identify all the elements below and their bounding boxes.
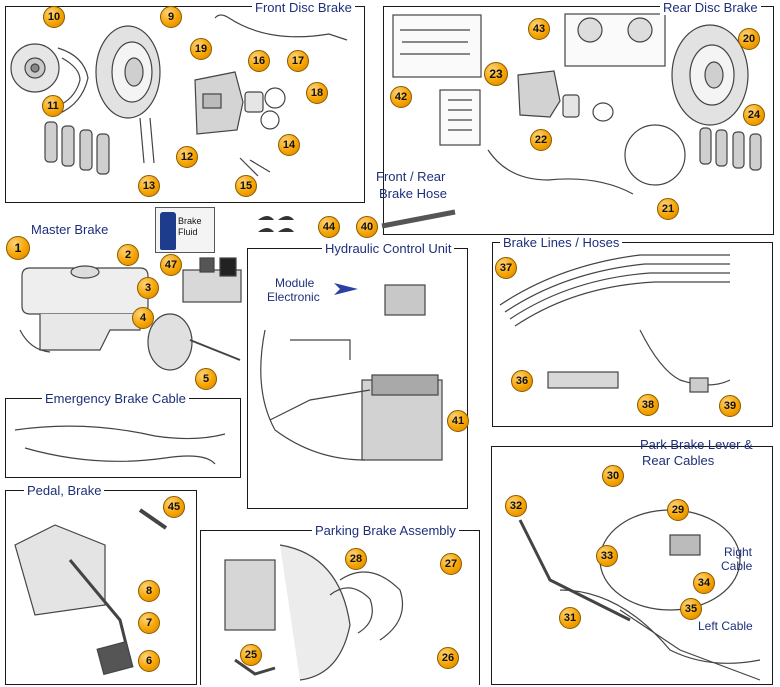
brake-hose-title-line1: Front / Rear: [376, 169, 446, 184]
part-27-badge[interactable]: 27: [440, 553, 462, 575]
front-pins-drawing: [139, 117, 271, 177]
master-brake-title: Master Brake: [28, 222, 112, 237]
part-31-badge[interactable]: 31: [559, 607, 581, 629]
part-12-badge[interactable]: 12: [176, 146, 198, 168]
part-4-badge[interactable]: 4: [132, 307, 154, 329]
front-hub-drawing: [10, 43, 89, 115]
module-arrow-icon: [334, 283, 358, 295]
right-cable-label-line1: Right: [724, 545, 753, 559]
front-rotor-drawing: [95, 25, 161, 119]
emergency-cable-title: Emergency Brake Cable: [42, 391, 189, 406]
master-cylinder-drawing: [19, 265, 149, 353]
pedal-assembly-drawing: [14, 508, 168, 676]
brake-hose-title-line2: Brake Hose: [379, 186, 447, 201]
part-9-badge[interactable]: 9: [160, 6, 182, 28]
part-41-badge[interactable]: 41: [447, 410, 469, 432]
part-21-badge[interactable]: 21: [657, 198, 679, 220]
part-34-badge[interactable]: 34: [693, 572, 715, 594]
park-lever-title-line2: Rear Cables: [642, 453, 715, 468]
part-20-badge[interactable]: 20: [738, 28, 760, 50]
part-26-badge[interactable]: 26: [437, 647, 459, 669]
front-disc-title: Front Disc Brake: [252, 0, 355, 15]
front-disc-panel: [5, 6, 365, 203]
part-33-badge[interactable]: 33: [596, 545, 618, 567]
front-pads-drawing: [44, 121, 110, 175]
park-lever-drawing: [518, 509, 761, 681]
part-43-badge[interactable]: 43: [528, 18, 550, 40]
hardware-kit-drawing: [392, 14, 482, 78]
rear-disc-title: Rear Disc Brake: [660, 0, 761, 15]
part-2-badge[interactable]: 2: [117, 244, 139, 266]
pedal-title: Pedal, Brake: [24, 483, 105, 498]
front-caliper-drawing: [194, 71, 286, 135]
rear-rotor-drawing: [671, 24, 749, 126]
part-36-badge[interactable]: 36: [511, 370, 533, 392]
rear-caliper-drawing: [517, 70, 614, 122]
part-6-badge[interactable]: 6: [138, 650, 160, 672]
valve-block-drawing: [182, 257, 242, 303]
part-15-badge[interactable]: 15: [235, 175, 257, 197]
clip-set-drawing: [258, 216, 294, 232]
part-16-badge[interactable]: 16: [248, 50, 270, 72]
right-cable-label-line2: Cable: [721, 559, 753, 573]
part-30-badge[interactable]: 30: [602, 465, 624, 487]
part-22-badge[interactable]: 22: [530, 129, 552, 151]
brake-booster-drawing: [147, 313, 241, 371]
part-37-badge[interactable]: 37: [495, 257, 517, 279]
brake-lines-drawing: [499, 254, 731, 393]
part-24-badge[interactable]: 24: [743, 104, 765, 126]
hcu-title: Hydraulic Control Unit: [322, 241, 455, 256]
rear-hose-drawing: [487, 149, 634, 195]
part-3-badge[interactable]: 3: [137, 277, 159, 299]
part-5-badge[interactable]: 5: [195, 368, 217, 390]
part-18-badge[interactable]: 18: [306, 82, 328, 104]
part-14-badge[interactable]: 14: [278, 134, 300, 156]
park-lever-title-line1: Park Brake Lever &: [640, 437, 753, 452]
part-44-badge[interactable]: 44: [318, 216, 340, 238]
part-25-badge[interactable]: 25: [240, 644, 262, 666]
part-28-badge[interactable]: 28: [345, 548, 367, 570]
brake-fluid-bottle: Brake Fluid: [155, 207, 215, 253]
fluid-label-line1: Brake: [178, 216, 202, 226]
brake-hose-drawing: [381, 209, 456, 229]
part-38-badge[interactable]: 38: [637, 394, 659, 416]
fluid-bottle-icon: [160, 212, 176, 250]
module-label-line2: Electronic: [267, 290, 320, 304]
part-8-badge[interactable]: 8: [138, 580, 160, 602]
part-19-badge[interactable]: 19: [190, 38, 212, 60]
park-lever-panel: [491, 446, 773, 685]
part-45-badge[interactable]: 45: [163, 496, 185, 518]
part-32-badge[interactable]: 32: [505, 495, 527, 517]
part-11-badge[interactable]: 11: [42, 95, 64, 117]
part-7-badge[interactable]: 7: [138, 612, 160, 634]
fluid-label-line2: Fluid: [178, 227, 198, 237]
part-13-badge[interactable]: 13: [138, 175, 160, 197]
part-1-badge[interactable]: 1: [6, 236, 30, 260]
left-cable-label: Left Cable: [698, 619, 753, 633]
hcu-drawing: [260, 284, 443, 461]
module-label-line1: Module: [275, 276, 315, 290]
part-10-badge[interactable]: 10: [43, 6, 65, 28]
parking-brake-drawing: [224, 544, 404, 681]
brake-lines-title: Brake Lines / Hoses: [500, 235, 623, 250]
part-17-badge[interactable]: 17: [287, 50, 309, 72]
part-35-badge[interactable]: 35: [680, 598, 702, 620]
rear-pads-drawing: [699, 127, 762, 171]
part-40-badge[interactable]: 40: [356, 216, 378, 238]
emergency-cable-drawing: [14, 425, 226, 465]
part-47-badge[interactable]: 47: [160, 254, 182, 276]
part-39-badge[interactable]: 39: [719, 395, 741, 417]
part-42-badge[interactable]: 42: [390, 86, 412, 108]
part-23-badge[interactable]: 23: [484, 62, 508, 86]
part-29-badge[interactable]: 29: [667, 499, 689, 521]
front-hose-drawing: [214, 14, 348, 41]
parking-assembly-title: Parking Brake Assembly: [312, 523, 459, 538]
